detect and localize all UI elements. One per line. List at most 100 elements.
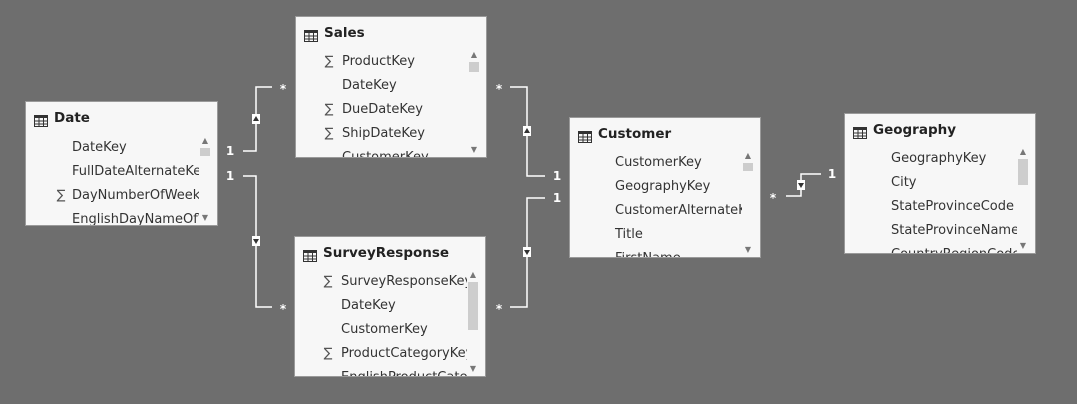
- field-name: Title: [615, 227, 643, 242]
- field-item[interactable]: ∑DayNumberOfWeek: [26, 184, 199, 208]
- field-item[interactable]: ∑ShipDateKey: [296, 122, 468, 146]
- sigma-icon: ∑: [56, 188, 66, 203]
- field-name: DateKey: [72, 140, 127, 155]
- chevron-down-icon[interactable]: ▼: [201, 213, 209, 222]
- field-name: City: [891, 175, 917, 190]
- chevron-up-icon[interactable]: ▲: [470, 50, 478, 59]
- field-name: DateKey: [341, 298, 396, 313]
- chevron-down-icon[interactable]: ▼: [744, 245, 752, 254]
- sigma-icon: ∑: [323, 346, 333, 361]
- scrollbar[interactable]: ▲▼: [467, 270, 479, 376]
- field-item[interactable]: FirstName: [570, 247, 742, 257]
- field-name: FirstName: [615, 247, 681, 257]
- field-item[interactable]: ∑ ProductCategoryKey: [295, 342, 467, 366]
- field-item[interactable]: CustomerKey: [570, 151, 742, 175]
- cardinality-to: 1: [553, 191, 561, 205]
- chevron-down-icon[interactable]: ▼: [1019, 241, 1027, 250]
- scrollbar-track[interactable]: [743, 163, 753, 243]
- field-item[interactable]: GeographyKey: [570, 175, 742, 199]
- chevron-down-icon[interactable]: ▼: [469, 364, 477, 373]
- field-item[interactable]: ∑DueDateKey: [296, 98, 468, 122]
- field-name: CustomerAlternateKey: [615, 203, 742, 218]
- scrollbar[interactable]: ▲▼: [1017, 147, 1029, 253]
- field-item[interactable]: DateKey: [296, 74, 468, 98]
- table-card-header[interactable]: SurveyResponse: [295, 237, 485, 269]
- field-name: FullDateAlternateKey: [72, 164, 199, 179]
- field-name: CustomerKey: [341, 322, 428, 337]
- scrollbar-thumb[interactable]: [469, 62, 479, 72]
- field-item[interactable]: DateKey: [26, 136, 199, 160]
- sigma-icon: ∑: [324, 126, 334, 141]
- filter-arrow-down-icon: [798, 183, 804, 188]
- field-item[interactable]: DateKey: [295, 294, 467, 318]
- cardinality-from: *: [496, 302, 503, 316]
- field-item[interactable]: ∑SurveyResponseKey: [295, 270, 467, 294]
- chevron-up-icon[interactable]: ▲: [744, 151, 752, 160]
- field-item[interactable]: Title: [570, 223, 742, 247]
- chevron-up-icon[interactable]: ▲: [201, 136, 209, 145]
- chevron-up-icon[interactable]: ▲: [1019, 147, 1027, 156]
- field-name: SurveyResponseKey: [341, 274, 467, 289]
- field-item[interactable]: EnglishProductCategoryName: [295, 366, 467, 376]
- table-title: SurveyResponse: [323, 245, 450, 261]
- scrollbar-track[interactable]: [469, 62, 479, 143]
- scrollbar-track[interactable]: [468, 282, 478, 362]
- field-name: EnglishProductCategoryName: [341, 366, 467, 376]
- table-card-header[interactable]: Date: [26, 102, 217, 134]
- field-name: GeographyKey: [615, 179, 711, 194]
- field-item[interactable]: CustomerKey: [296, 146, 468, 157]
- scrollbar-track[interactable]: [200, 148, 210, 211]
- field-item[interactable]: City: [845, 171, 1017, 195]
- relationship-date-sales[interactable]: 1*: [226, 82, 287, 158]
- field-item[interactable]: ∑ProductKey: [296, 50, 468, 74]
- relationship-sales-customer[interactable]: *1: [496, 82, 561, 183]
- field-name: EnglishDayNameOfWeek: [72, 212, 199, 225]
- scrollbar-thumb[interactable]: [743, 163, 753, 171]
- scrollbar[interactable]: ▲▼: [468, 50, 480, 157]
- sigma-icon: ∑: [324, 102, 334, 117]
- filter-arrow-down-icon: [253, 239, 259, 244]
- field-name: CustomerKey: [342, 146, 429, 157]
- table-card-header[interactable]: Geography: [845, 114, 1035, 146]
- field-item[interactable]: FullDateAlternateKey: [26, 160, 199, 184]
- field-name: CustomerKey: [615, 155, 702, 170]
- relationship-date-surveyresponse[interactable]: 1*: [226, 169, 287, 316]
- field-item[interactable]: StateProvinceName: [845, 219, 1017, 243]
- field-name: ProductCategoryKey: [341, 346, 467, 361]
- cardinality-from: *: [496, 82, 503, 96]
- table-card-header[interactable]: Customer: [570, 118, 760, 150]
- chevron-up-icon[interactable]: ▲: [469, 270, 477, 279]
- scrollbar-thumb[interactable]: [1018, 159, 1028, 186]
- scrollbar-thumb[interactable]: [468, 282, 478, 330]
- field-item[interactable]: CustomerKey: [295, 318, 467, 342]
- scrollbar-thumb[interactable]: [200, 148, 210, 156]
- scrollbar[interactable]: ▲▼: [742, 151, 754, 257]
- table-title: Sales: [324, 25, 365, 41]
- field-item[interactable]: GeographyKey: [845, 147, 1017, 171]
- table-card-header[interactable]: Sales: [296, 17, 486, 49]
- relationship-surveyresponse-customer[interactable]: *1: [496, 191, 561, 316]
- cardinality-to: *: [280, 302, 287, 316]
- field-item[interactable]: CountryRegionCode: [845, 243, 1017, 253]
- field-item[interactable]: EnglishDayNameOfWeek: [26, 208, 199, 225]
- field-name: CountryRegionCode: [891, 243, 1017, 253]
- field-item[interactable]: CustomerAlternateKey: [570, 199, 742, 223]
- field-item[interactable]: StateProvinceCode: [845, 195, 1017, 219]
- relationship-customer-geography[interactable]: *1: [770, 167, 836, 205]
- chevron-down-icon[interactable]: ▼: [470, 145, 478, 154]
- cardinality-to: 1: [553, 169, 561, 183]
- filter-arrow-down-icon: [524, 250, 530, 255]
- scrollbar-track[interactable]: [1018, 159, 1028, 239]
- scrollbar[interactable]: ▲▼: [199, 136, 211, 225]
